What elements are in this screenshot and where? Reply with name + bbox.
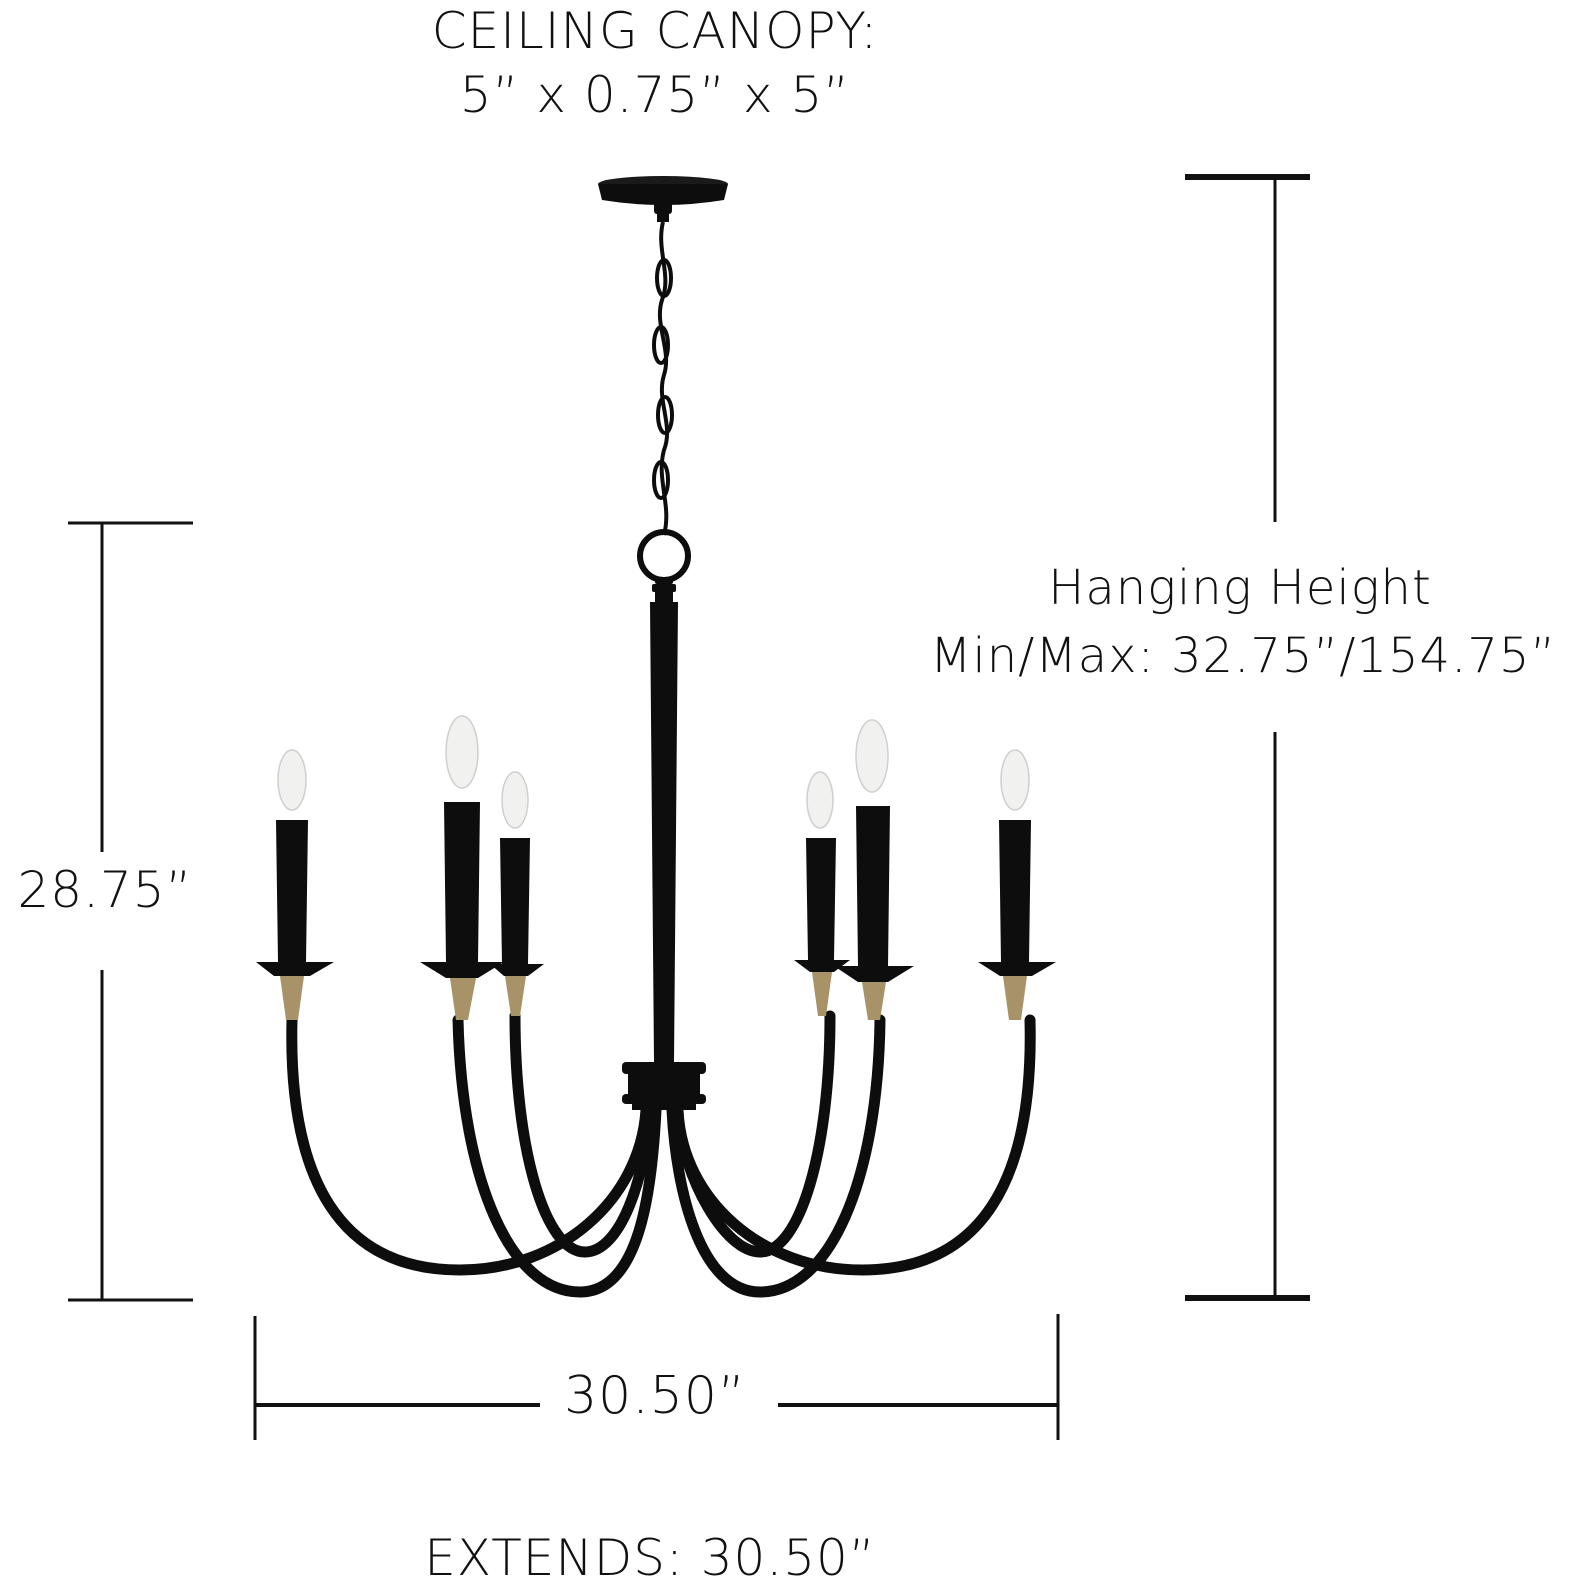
fixture-height-label: 28.75” bbox=[17, 861, 193, 919]
curved-arms bbox=[286, 1010, 1036, 1298]
ceiling-canopy bbox=[598, 176, 728, 222]
dimension-lines bbox=[68, 174, 1310, 1440]
candle-4 bbox=[794, 771, 850, 1016]
extends-label: EXTENDS: 30.50” bbox=[424, 1529, 876, 1587]
hanging-height-dimensions: Min/Max: 32.75”/154.75” bbox=[930, 628, 1557, 684]
chain bbox=[652, 221, 674, 536]
loop bbox=[637, 529, 691, 583]
candle-5 bbox=[834, 719, 914, 1020]
candle-2 bbox=[420, 715, 504, 1020]
canopy-dimensions: 5” x 0.75” x 5” bbox=[459, 66, 851, 124]
candle-assemblies bbox=[256, 715, 1056, 1020]
candle-3 bbox=[490, 771, 544, 1016]
canopy-title: CEILING CANOPY: bbox=[431, 2, 879, 60]
center-column bbox=[622, 578, 706, 1110]
candle-6 bbox=[978, 749, 1056, 1020]
candle-1 bbox=[256, 749, 334, 1020]
hanging-height-title: Hanging Height bbox=[1048, 560, 1432, 616]
fixture-width-label: 30.50” bbox=[564, 1366, 746, 1426]
